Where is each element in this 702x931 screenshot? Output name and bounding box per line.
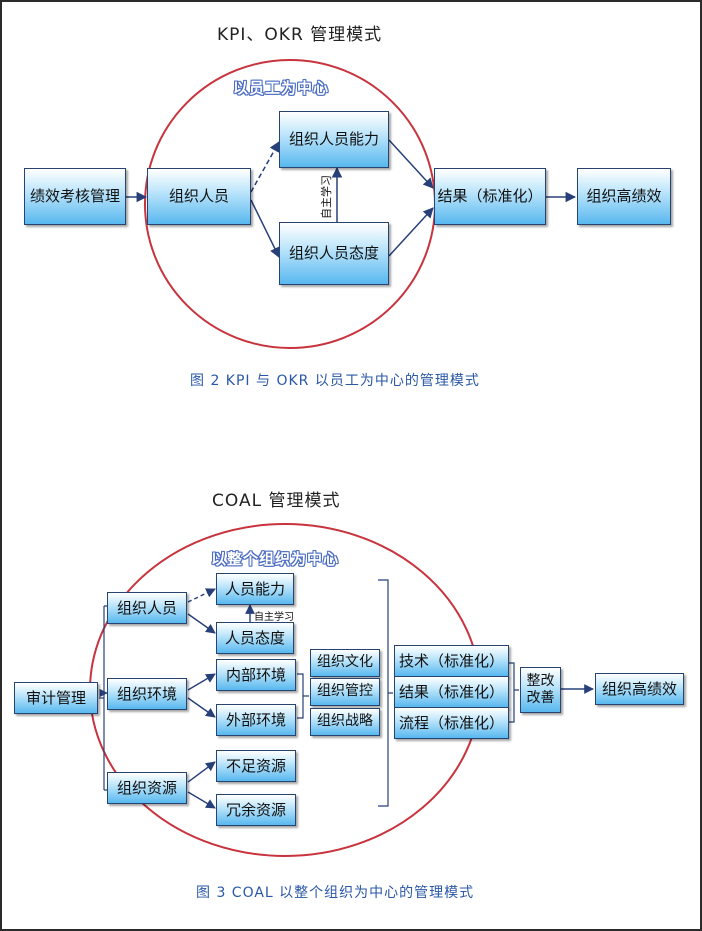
node-org-culture: 组织文化 [310,649,380,677]
arrow-people-to-ability [250,141,280,193]
bracket-audit [99,605,107,791]
node-org-resource: 组织资源 [107,772,187,804]
label-self-learning-2: 自主学习 [254,612,294,623]
node-org-high-performance: 组织高绩效 [577,168,671,225]
bracket-large [378,579,393,807]
node-rectify-improve: 整改 改善 [520,667,561,713]
bracket-env-to-culture [297,673,309,719]
arrow-resource-to-redundant [187,791,216,809]
node-org-environment: 组织环境 [107,678,187,710]
node-shortage-resource: 不足资源 [216,750,296,782]
node-org-people-attitude: 组织人员态度 [279,222,389,285]
diagram1-caption: 图 2 KPI 与 OKR 以员工为中心的管理模式 [190,373,480,389]
rectify-line-2: 改善 [526,690,555,706]
node-performance-management: 绩效考核管理 [24,168,126,225]
frame-left-border [0,0,2,931]
arrow-ability-to-result [388,139,434,189]
node-org-control: 组织管控 [310,678,380,706]
node-people-ability: 人员能力 [216,573,294,605]
arrow-people-to-ability-2 [187,588,216,603]
node-tech-standardized: 技术（标准化） [394,645,509,677]
arrow-attitude-to-result [388,207,434,257]
arrow-people-to-attitude-2 [187,613,216,634]
node-audit-management: 审计管理 [14,682,98,714]
node-org-strategy: 组织战略 [310,708,380,736]
node-external-environment: 外部环境 [216,704,296,736]
node-redundant-resource: 冗余资源 [216,794,296,826]
node-org-people-2: 组织人员 [107,592,187,624]
diagram1-title: KPI、OKR 管理模式 [217,25,383,45]
node-people-attitude: 人员态度 [216,622,294,654]
diagram2-caption: 图 3 COAL 以整个组织为中心的管理模式 [196,885,475,901]
diagram2-center-label: 以整个组织为中心 [211,550,340,568]
diagram2-title: COAL 管理模式 [212,491,341,511]
node-org-high-performance-2: 组织高绩效 [595,673,684,705]
bracket-standard [509,662,519,723]
arrow-resource-to-shortage [187,761,216,783]
frame-top-border [0,0,702,2]
frame-bottom-border [0,929,702,931]
node-org-people-ability: 组织人员能力 [279,111,389,168]
node-result-standardized-2: 结果（标准化） [394,676,509,708]
frame-right-border [700,0,702,931]
diagram1-center-label: 以员工为中心 [233,79,330,97]
node-result-standardized: 结果（标准化） [434,168,546,225]
label-self-learning-1: 自主学习 [320,175,333,219]
node-process-standardized: 流程（标准化） [394,707,509,739]
node-internal-environment: 内部环境 [216,659,296,691]
arrow-env-to-external [187,697,216,718]
arrow-people-to-attitude [250,199,280,258]
node-org-people: 组织人员 [147,168,251,225]
rectify-line-1: 整改 [526,672,555,689]
arrow-env-to-internal [187,673,216,691]
